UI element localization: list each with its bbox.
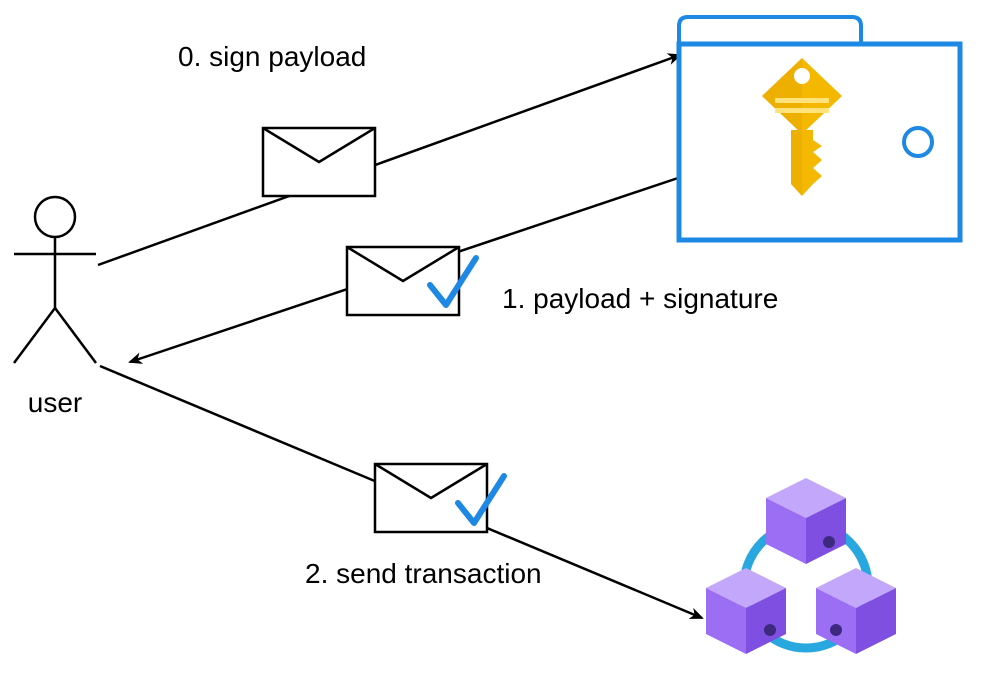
step-1-label: 1. payload + signature [502,283,778,314]
vault-lock-icon [902,126,934,158]
user-head [33,195,77,239]
envelope-icon [261,126,377,198]
arrow-sign-payload [97,53,682,267]
key-vault-icon [676,15,963,243]
checkmark-icon [427,255,479,308]
key-icon [762,58,842,196]
blockchain-icon [706,478,896,654]
checkmark-icon [455,473,507,526]
user-label: user [28,387,82,418]
signed-envelope-icon [373,462,507,534]
block-cube [766,478,846,564]
block-cube [816,568,896,654]
block-cube [706,568,786,654]
step-0-label: 0. sign payload [178,41,366,72]
user-actor [12,195,98,364]
step-2-label: 2. send transaction [305,558,542,589]
signed-envelope-icon [345,245,479,317]
